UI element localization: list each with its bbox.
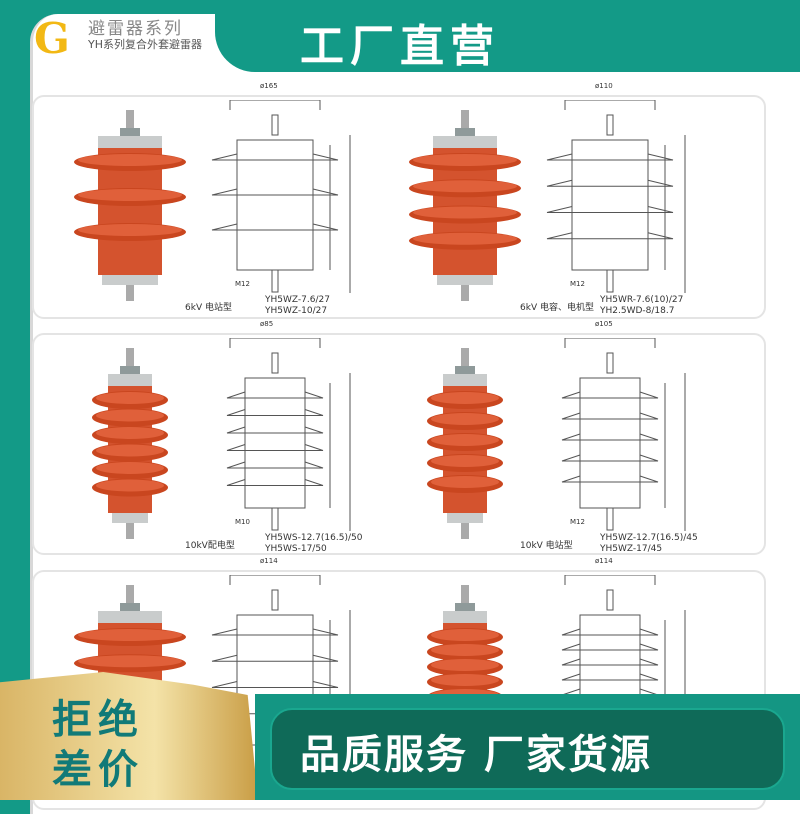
terminal-nut	[455, 128, 475, 138]
top-cap	[443, 374, 487, 388]
top-cap	[108, 374, 152, 388]
diameter-label: ø110	[595, 82, 613, 90]
arrester-illustration	[74, 100, 351, 301]
voltage-type-label: 10kV配电型	[185, 541, 235, 551]
slogan-left-line-2: 差价	[52, 747, 144, 793]
top-cap	[443, 611, 487, 625]
bottom-cap	[437, 275, 493, 285]
model-number: YH5WS-17/50	[265, 544, 327, 554]
thread-label: M12	[570, 280, 585, 288]
dimension-drawing	[226, 338, 351, 531]
thread-label: M12	[235, 280, 250, 288]
dimension-drawing	[546, 100, 686, 293]
arrester-illustration	[409, 100, 686, 301]
model-number: YH2.5WD-8/18.7	[600, 306, 675, 316]
voltage-type-label: 6kV 电容、电机型	[520, 303, 594, 313]
brand-title: 避雷器系列	[88, 19, 183, 39]
brand-logo: G	[34, 14, 70, 63]
ground-stud	[126, 285, 134, 301]
diameter-label: ø85	[260, 320, 274, 328]
diameter-label: ø105	[595, 320, 613, 328]
model-number: YH5WZ-10/27	[265, 306, 328, 316]
terminal-stud	[461, 110, 469, 132]
terminal-nut	[455, 603, 475, 613]
terminal-stud	[126, 348, 134, 370]
model-number: YH5WZ-7.6/27	[265, 295, 330, 305]
model-number: YH5WR-7.6(10)/27	[600, 295, 684, 305]
ground-stud	[461, 285, 469, 301]
slogan-box	[270, 708, 785, 790]
dimension-drawing	[561, 338, 686, 531]
header-bar	[215, 0, 800, 72]
arrester-illustration	[92, 338, 351, 539]
top-cap	[433, 136, 497, 150]
terminal-stud	[126, 585, 134, 607]
model-number: YH5WS-12.7(16.5)/50	[265, 533, 363, 543]
ground-stud	[461, 523, 469, 539]
diameter-label: ø114	[260, 557, 278, 565]
page-title: 工厂直营	[300, 21, 500, 72]
dimension-drawing	[211, 100, 351, 293]
voltage-type-label: 6kV 电站型	[185, 303, 232, 313]
product-panel-row-2	[32, 333, 766, 555]
bottom-cap	[447, 513, 483, 523]
terminal-nut	[120, 366, 140, 376]
slogan-left-line-1: 拒绝	[52, 697, 144, 743]
terminal-stud	[126, 110, 134, 132]
terminal-stud	[461, 585, 469, 607]
top-cap	[98, 611, 162, 625]
diameter-label: ø114	[595, 557, 613, 565]
thread-label: M12	[570, 518, 585, 526]
voltage-type-label: 10kV 电站型	[520, 541, 573, 551]
terminal-nut	[455, 366, 475, 376]
terminal-nut	[120, 128, 140, 138]
model-number: YH5WZ-17/45	[600, 544, 663, 554]
arrester-illustration	[427, 338, 686, 539]
slogan-left: 拒绝差价	[52, 695, 144, 795]
diameter-label: ø165	[260, 82, 278, 90]
terminal-nut	[120, 603, 140, 613]
bottom-cap	[112, 513, 148, 523]
bottom-cap	[102, 275, 158, 285]
top-cap	[98, 136, 162, 150]
terminal-stud	[461, 348, 469, 370]
thread-label: M10	[235, 518, 250, 526]
ground-stud	[126, 523, 134, 539]
model-number: YH5WZ-12.7(16.5)/45	[600, 533, 698, 543]
slogan-right: 品质服务 厂家货源	[300, 732, 652, 778]
brand-subtitle: YH系列复合外套避雷器	[88, 38, 202, 51]
gold-ribbon	[0, 672, 258, 800]
